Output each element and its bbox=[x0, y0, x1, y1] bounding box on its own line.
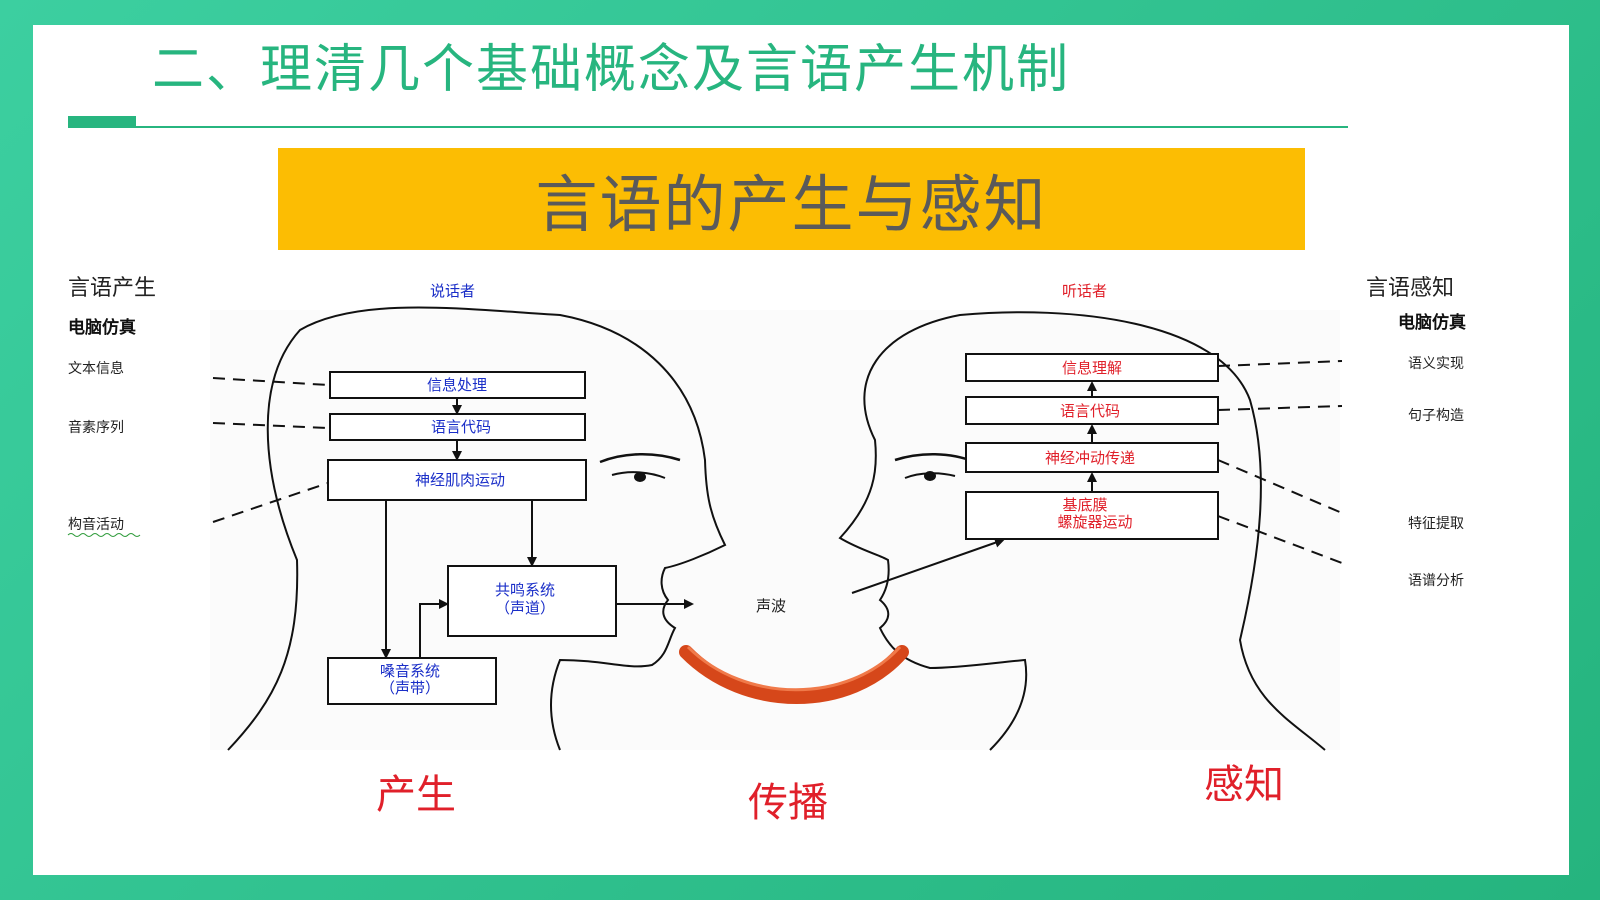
box-language-code-label: 语言代码 bbox=[431, 418, 491, 436]
perception-sim-label: 电脑仿真 bbox=[1398, 312, 1466, 333]
perception-level-label: 特征提取 bbox=[1408, 516, 1464, 532]
propagation-arc bbox=[679, 645, 909, 704]
stage-propagation: 传播 bbox=[748, 780, 828, 826]
banner-title: 言语的产生与感知 bbox=[535, 168, 1048, 241]
box-nerve-impulse-label: 神经冲动传递 bbox=[1045, 449, 1135, 467]
speaker-label: 说话者 bbox=[430, 282, 475, 300]
production-level-label: 音素序列 bbox=[68, 419, 124, 436]
box-resonance-label: （声道） bbox=[495, 599, 555, 617]
box-phonation bbox=[327, 657, 497, 705]
production-level-label: 文本信息 bbox=[68, 360, 124, 377]
spellcheck-underline bbox=[67, 533, 141, 537]
box-basilar-membrane bbox=[965, 491, 1219, 540]
dashed-connector bbox=[1217, 515, 1343, 564]
slide-title: 二、理清几个基础概念及言语产生机制 bbox=[152, 40, 1071, 100]
box-info-processing-label: 信息处理 bbox=[427, 376, 487, 394]
box-language-code-listener-label: 语言代码 bbox=[1060, 402, 1120, 420]
box-phonation-label: （声带） bbox=[380, 679, 440, 697]
speaker-pupil bbox=[634, 472, 646, 482]
production-level-label: 构音活动 bbox=[68, 516, 124, 533]
perception-level-label: 语谱分析 bbox=[1408, 573, 1464, 589]
box-resonance-label: 共鸣系统 bbox=[495, 581, 555, 599]
box-nerve-impulse bbox=[965, 442, 1219, 473]
perception-level-label: 句子构造 bbox=[1408, 408, 1464, 424]
dashed-connector bbox=[1217, 459, 1343, 514]
title-underline bbox=[68, 126, 1348, 128]
listener-head-outline bbox=[838, 311, 1326, 751]
box-info-understanding bbox=[965, 353, 1219, 382]
flow-arrow bbox=[419, 599, 449, 658]
box-language-code bbox=[329, 413, 586, 441]
box-basilar-membrane-label: 螺旋器运动 bbox=[1057, 513, 1132, 531]
flow-arrow bbox=[851, 537, 1005, 594]
box-basilar-membrane-label: 基底膜 bbox=[1062, 496, 1107, 514]
banner: 言语的产生与感知 bbox=[278, 148, 1305, 250]
box-info-understanding-label: 信息理解 bbox=[1062, 359, 1122, 377]
listener-label: 听话者 bbox=[1062, 282, 1107, 300]
sound-wave-label: 声波 bbox=[756, 597, 786, 615]
stage-perception: 感知 bbox=[1204, 762, 1284, 808]
perception-heading: 言语感知 bbox=[1366, 276, 1454, 301]
box-neuromuscular-label: 神经肌肉运动 bbox=[415, 471, 505, 489]
production-heading: 言语产生 bbox=[68, 276, 156, 301]
dashed-connector bbox=[1217, 405, 1343, 411]
dashed-connector bbox=[1217, 360, 1343, 367]
box-phonation-label: 嗓音系统 bbox=[380, 662, 440, 680]
production-sim-label: 电脑仿真 bbox=[68, 317, 136, 338]
perception-level-label: 语义实现 bbox=[1408, 356, 1464, 372]
listener-pupil bbox=[924, 471, 936, 481]
speaker-head-outline bbox=[227, 306, 727, 751]
dashed-connector bbox=[212, 482, 329, 523]
propagation-arc-highlight bbox=[686, 645, 902, 692]
speaker-eyebrow bbox=[599, 453, 681, 464]
title-accent-bar bbox=[68, 116, 136, 128]
box-info-processing bbox=[329, 371, 586, 399]
stage-production: 产生 bbox=[376, 772, 456, 818]
